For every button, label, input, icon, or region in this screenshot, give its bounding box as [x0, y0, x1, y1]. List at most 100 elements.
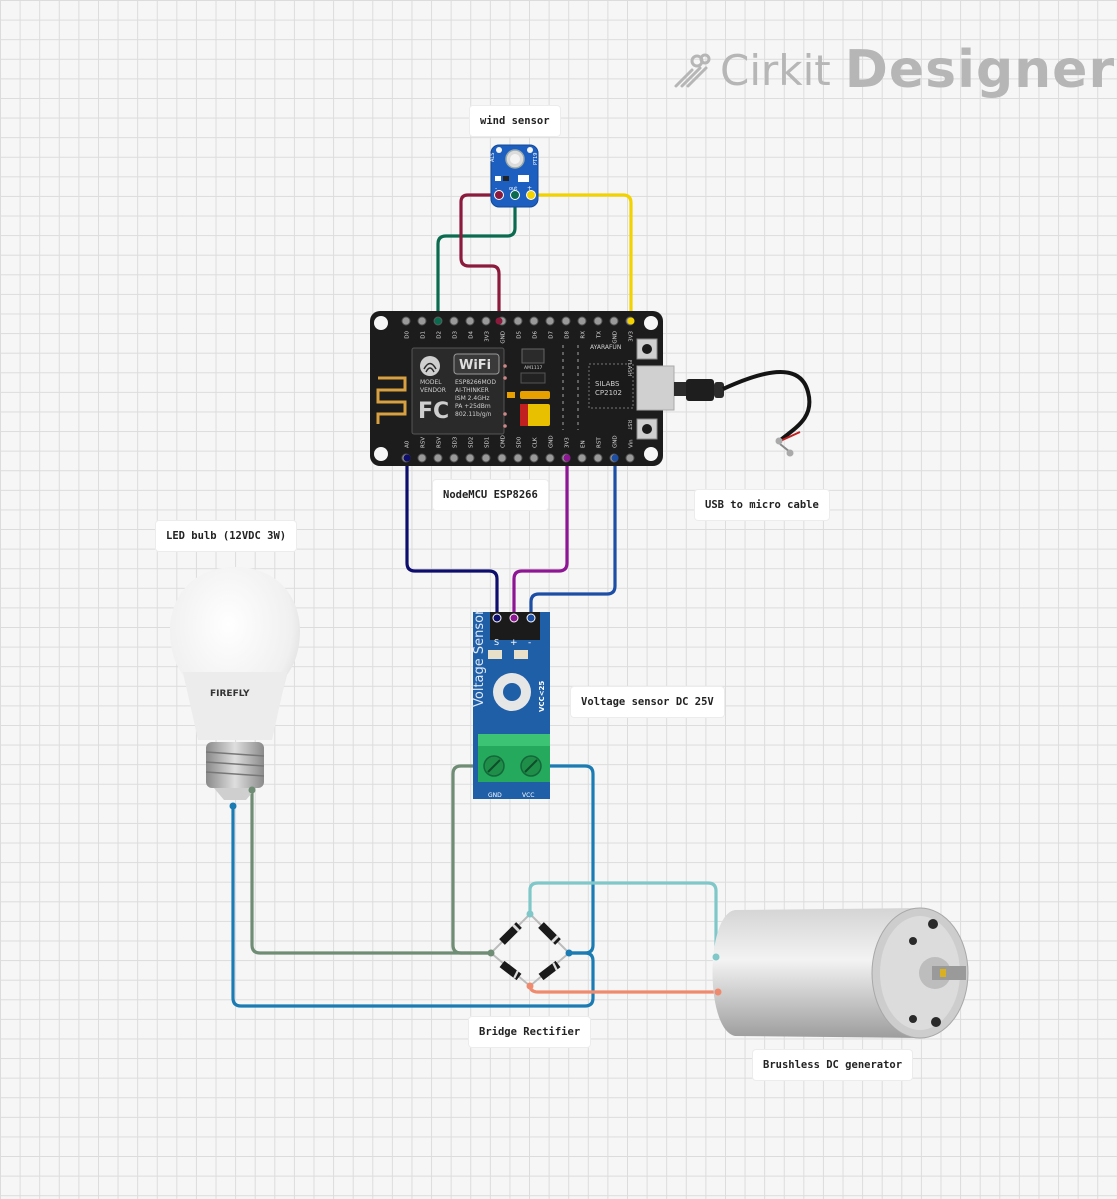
voltage-sensor-title: Voltage Sensor [472, 609, 487, 707]
bottom-pin-6[interactable] [497, 453, 507, 463]
voltage-sensor-side-text: VCC<25 [538, 681, 546, 712]
bottom-pin-5[interactable] [481, 453, 491, 463]
top-pin-10[interactable] [561, 316, 571, 326]
wire-a0-signal [405, 456, 499, 620]
flash-text: FLASH [626, 360, 632, 376]
top-pin-0[interactable] [401, 316, 411, 326]
logo-word-designer: Designer [844, 40, 1116, 100]
rectifier-ac-1[interactable] [526, 910, 534, 918]
bulb-terminal-1[interactable] [229, 802, 237, 810]
top-pin-label-1: D1 [421, 331, 427, 339]
top-pin-3[interactable] [449, 316, 459, 326]
rst-text: RST [626, 420, 632, 431]
wind-sensor-pin-out[interactable] [510, 190, 520, 200]
top-pin-5[interactable] [481, 316, 491, 326]
voltage-sensor-module[interactable]: Voltage Sensor VCC<25 S + - GND VCC [472, 609, 550, 799]
bottom-pin-label-2: RSV [437, 437, 443, 448]
bottom-pin-label-13: GND [613, 435, 619, 448]
wire-generator-salmon [528, 983, 720, 994]
top-pin-label-3: D3 [453, 330, 459, 338]
top-pin-1[interactable] [417, 316, 427, 326]
wire-3v3-plus [512, 456, 569, 620]
bottom-pin-1[interactable] [417, 453, 427, 463]
rectifier-plus[interactable] [565, 949, 573, 957]
bottom-pin-label-14: Vin [629, 439, 635, 448]
bottom-pin-9[interactable] [545, 453, 555, 463]
micro-usb-port[interactable] [636, 365, 675, 411]
bottom-pin-label-3: SD3 [453, 436, 459, 448]
wind-sensor[interactable]: ALS PT19 out - + [490, 144, 539, 208]
rectifier-ac-2[interactable] [526, 982, 534, 990]
wire-sensor-plus-3v3 [529, 193, 633, 323]
bottom-pin-2[interactable] [433, 453, 443, 463]
bottom-pin-label-1: RSV [421, 437, 427, 448]
label-generator: Brushless DC generator [753, 1050, 913, 1080]
bottom-pin-7[interactable] [513, 453, 523, 463]
wind-sensor-silk-als: ALS [490, 153, 496, 162]
top-pin-label-8: D6 [533, 330, 539, 338]
bottom-pin-12[interactable] [593, 453, 603, 463]
bulb-terminal-2[interactable] [248, 786, 256, 794]
bridge-rectifier[interactable] [487, 910, 573, 990]
top-pin-4[interactable] [465, 316, 475, 326]
generator-terminal-2[interactable] [714, 988, 722, 996]
bottom-pin-14[interactable] [625, 453, 635, 463]
label-bridge-rectifier: Bridge Rectifier [469, 1017, 591, 1047]
wire-bulb-sage [250, 788, 493, 955]
top-pin-label-0: D0 [405, 330, 411, 338]
led-bulb[interactable]: FIREFLY [170, 567, 300, 810]
wind-sensor-silk-out: out [509, 186, 517, 192]
pin-s[interactable] [492, 613, 502, 623]
top-pin-label-13: GND [613, 331, 619, 344]
bottom-pin-label-6: CMD [501, 435, 507, 448]
wire-generator-teal [528, 881, 718, 959]
module-text-4: PA +25dBm [455, 403, 491, 410]
rectifier-minus[interactable] [487, 949, 495, 957]
pin-plus[interactable] [509, 613, 519, 623]
bottom-pin-label-11: EN [581, 440, 587, 448]
top-pin-8[interactable] [529, 316, 539, 326]
chip-text-1: SILABS [595, 380, 620, 388]
bottom-pin-3[interactable] [449, 453, 459, 463]
module-text-2: AI-THINKER [455, 387, 489, 394]
top-pin-9[interactable] [545, 316, 555, 326]
top-pin-7[interactable] [513, 316, 523, 326]
top-pin-label-2: D2 [437, 331, 443, 339]
regulator-text: AM1117 [524, 365, 543, 371]
cp2102-chip [588, 363, 634, 409]
wire-sensor-minus-gnd [459, 193, 501, 323]
wire-gnd-minus [529, 456, 617, 620]
top-pin-label-5: 3V3 [485, 331, 491, 342]
terminal-label-gnd: GND [488, 792, 502, 799]
top-pin-11[interactable] [577, 316, 587, 326]
bottom-pin-label-10: 3V3 [565, 437, 571, 448]
pin-minus[interactable] [526, 613, 536, 623]
generator-terminal-1[interactable] [712, 953, 720, 961]
top-pin-12[interactable] [593, 316, 603, 326]
bottom-pin-8[interactable] [529, 453, 539, 463]
top-pin-label-4: D4 [469, 330, 475, 338]
dc-generator[interactable] [712, 907, 969, 1039]
wind-sensor-pin-minus[interactable] [494, 190, 504, 200]
terminal-label-vcc: VCC [522, 792, 534, 799]
bottom-header [401, 453, 635, 463]
logo-word-cirkit: Cirkit [720, 45, 831, 95]
bottom-pin-4[interactable] [465, 453, 475, 463]
esp-logo-icon [420, 356, 440, 376]
top-pin-label-12: TX [597, 331, 603, 339]
bottom-pin-label-4: SD2 [469, 437, 475, 448]
label-usb-cable: USB to micro cable [695, 490, 829, 520]
wind-sensor-silk-minus: - [495, 185, 497, 192]
wind-sensor-pin-plus[interactable] [526, 190, 536, 200]
pin-label-minus: - [528, 638, 531, 648]
cirkit-logo-icon [674, 53, 711, 88]
usb-micro-cable[interactable] [674, 369, 812, 457]
top-pin-13[interactable] [609, 316, 619, 326]
wire-bulb-blue [231, 804, 595, 1008]
top-pin-label-9: D7 [549, 330, 555, 338]
bulb-brand-text: FIREFLY [210, 689, 250, 699]
bottom-pin-11[interactable] [577, 453, 587, 463]
